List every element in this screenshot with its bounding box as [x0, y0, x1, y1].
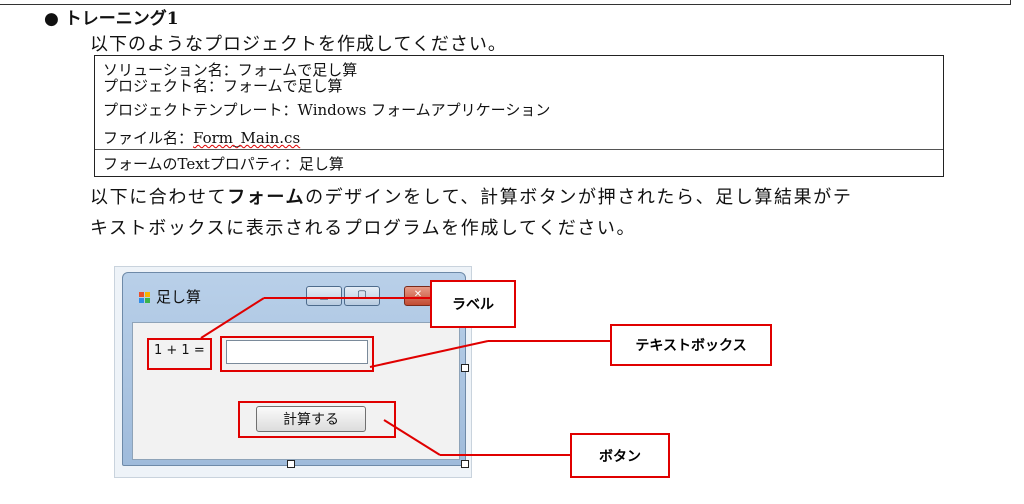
desc-bold-form: フォーム: [227, 187, 306, 208]
label-leader-line: [200, 297, 265, 339]
spec-file-prefix: ファイル名：: [103, 129, 194, 147]
textbox-highlight: [220, 336, 374, 372]
spec-template: プロジェクトテンプレート：Windows フォームアプリケーション: [103, 101, 551, 119]
button-callout: ボタン: [570, 433, 670, 478]
button-leader-line: [383, 419, 441, 456]
calculate-button[interactable]: 計算する: [256, 406, 366, 432]
textbox-leader-line: [369, 340, 489, 368]
close-icon: ✕: [413, 289, 423, 300]
maximize-button[interactable]: ▢: [344, 286, 380, 306]
spec-file-name: Form_Main.cs: [193, 129, 301, 147]
resize-handle-bottom[interactable]: [287, 460, 295, 468]
equation-label: 1 + 1 =: [154, 343, 205, 358]
spec-project: プロジェクト名：フォームで足し算: [103, 77, 343, 95]
label-callout: ラベル: [430, 280, 516, 328]
button-highlight: [238, 401, 396, 438]
spec-box: ソリューション名：フォームで足し算 プロジェクト名：フォームで足し算 プロジェク…: [94, 55, 944, 177]
spec-divider: [95, 149, 943, 150]
maximize-icon: ▢: [357, 289, 367, 300]
intro-text: 以下のようなプロジェクトを作成してください。: [90, 34, 507, 55]
form-title: 足し算: [156, 288, 202, 306]
windows-form-icon: [139, 292, 150, 303]
minimize-icon: ▁: [320, 289, 328, 300]
resize-handle-corner[interactable]: [461, 460, 469, 468]
description-line-2: キストボックスに表示されるプログラムを作成してください。: [90, 218, 637, 239]
resize-handle-right[interactable]: [461, 364, 469, 372]
description-line-1: 以下に合わせてフォームのデザインをして、計算ボタンが押されたら、足し算結果がテ: [90, 183, 852, 209]
spec-text-property: フォームのTextプロパティ：足し算: [103, 155, 344, 173]
top-rule: [0, 0, 1011, 5]
result-textbox[interactable]: [226, 340, 368, 364]
section-heading: ● トレーニング1: [44, 9, 179, 29]
textbox-callout: テキストボックス: [610, 324, 772, 366]
spec-solution: ソリューション名：フォームで足し算: [103, 61, 358, 79]
minimize-button[interactable]: ▁: [306, 286, 342, 306]
desc-part-2: のデザインをして、計算ボタンが押されたら、足し算結果がテ: [305, 187, 853, 208]
label-highlight: [147, 338, 212, 370]
spec-file: ファイル名：Form_Main.cs: [103, 130, 300, 146]
desc-part-1: 以下に合わせて: [90, 187, 228, 208]
